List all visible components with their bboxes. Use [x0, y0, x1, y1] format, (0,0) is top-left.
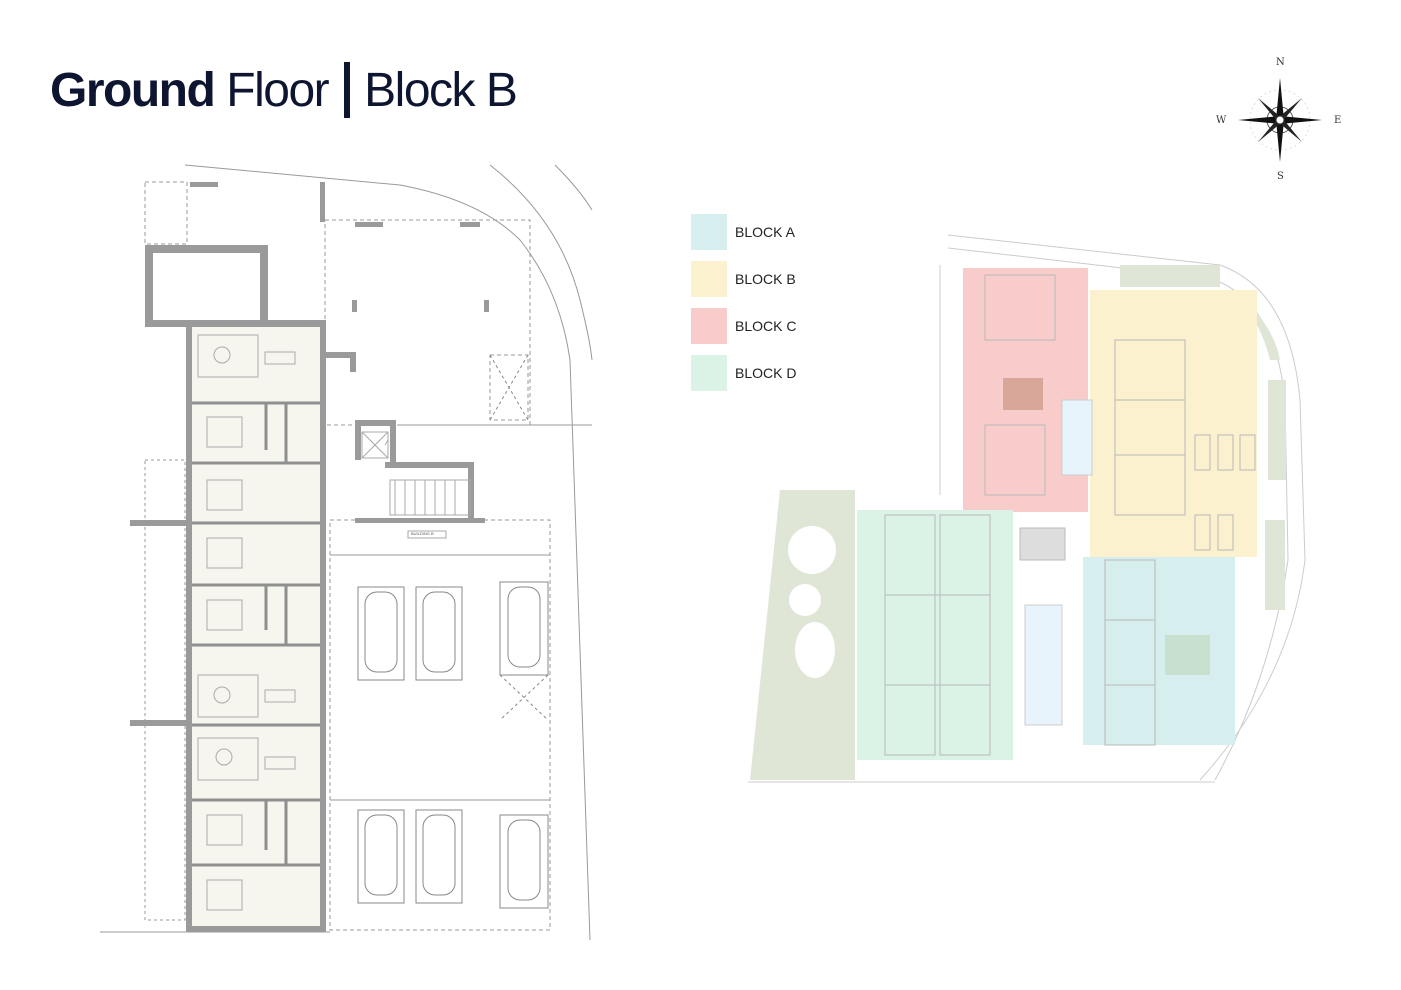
page-title: Ground Floor Block B — [50, 62, 518, 118]
legend-item-block-d: BLOCK D — [691, 355, 796, 391]
legend-swatch — [691, 308, 727, 344]
block-a-area — [1083, 557, 1235, 745]
compass-south: S — [1277, 171, 1284, 182]
legend-item-block-c: BLOCK C — [691, 308, 796, 344]
title-bold: Ground — [50, 63, 216, 117]
legend-swatch — [691, 261, 727, 297]
legend-swatch — [691, 214, 727, 250]
title-block: Block B — [364, 63, 518, 117]
title-regular: Floor — [226, 63, 329, 117]
compass-north: N — [1276, 57, 1285, 68]
legend-label: BLOCK D — [735, 365, 797, 381]
title-divider — [344, 62, 351, 118]
legend-item-block-a: BLOCK A — [691, 214, 796, 250]
building-label: BUILDING B — [411, 531, 434, 536]
compass-west: W — [1216, 115, 1227, 126]
legend-label: BLOCK C — [735, 318, 797, 334]
compass-east: E — [1334, 115, 1342, 126]
legend-swatch — [691, 355, 727, 391]
block-b-area — [1090, 290, 1257, 557]
legend-label: BLOCK A — [735, 224, 795, 240]
block-legend: BLOCK A BLOCK B BLOCK C BLOCK D — [691, 214, 796, 402]
legend-item-block-b: BLOCK B — [691, 261, 796, 297]
legend-label: BLOCK B — [735, 271, 796, 287]
